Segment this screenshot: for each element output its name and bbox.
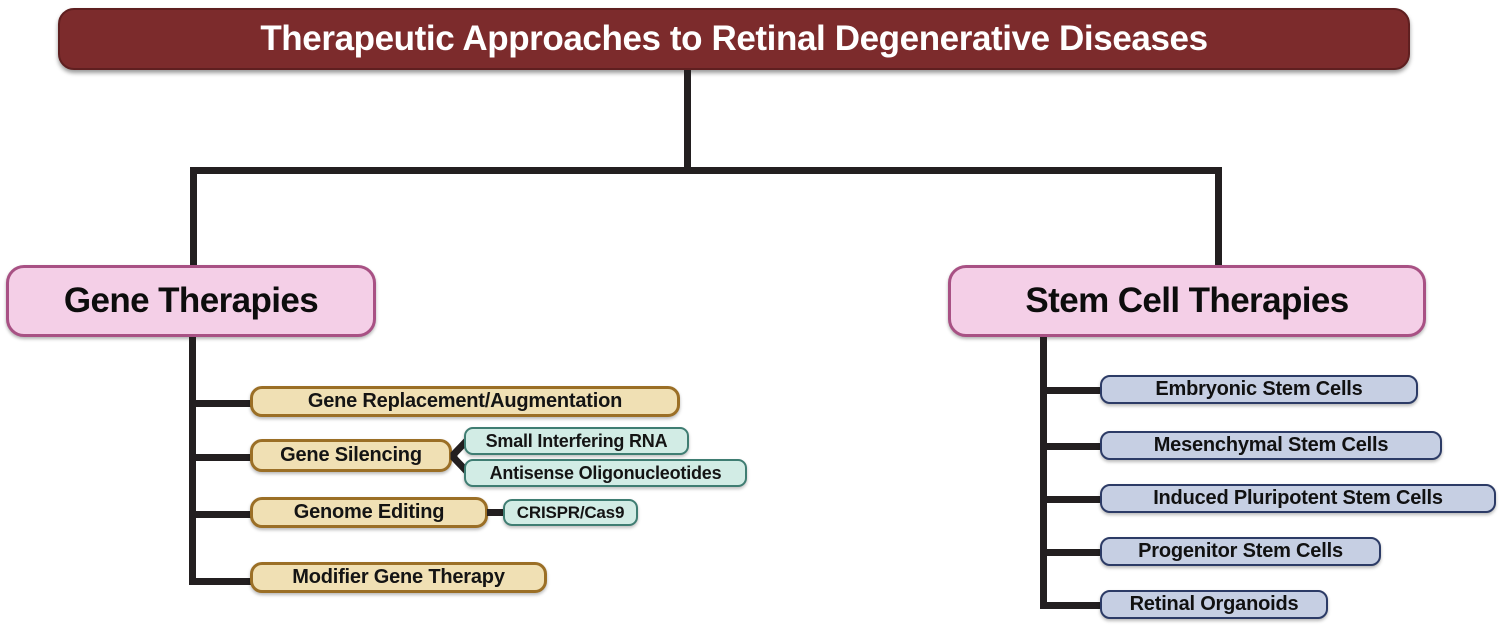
genome-editing-stub <box>487 509 506 516</box>
node-mesenchymal-stem-cells[interactable]: Mesenchymal Stem Cells <box>1100 431 1442 460</box>
node-crispr-cas9[interactable]: CRISPR/Cas9 <box>503 499 638 526</box>
right-stub-2 <box>1040 443 1102 450</box>
right-stub-1 <box>1040 387 1102 394</box>
label-crispr-cas9: CRISPR/Cas9 <box>516 502 625 522</box>
node-retinal-organoids[interactable]: Retinal Organoids <box>1100 590 1328 619</box>
node-antisense-oligonucleotides[interactable]: Antisense Oligonucleotides <box>464 459 747 487</box>
root-horizontal-bar <box>190 167 1222 174</box>
right-stub-5 <box>1040 602 1102 609</box>
node-modifier-gene-therapy[interactable]: Modifier Gene Therapy <box>250 562 547 593</box>
root-drop-left <box>190 167 197 267</box>
right-stub-3 <box>1040 496 1102 503</box>
label-mesenchymal-stem-cells: Mesenchymal Stem Cells <box>1153 434 1389 456</box>
diagram-title-label: Therapeutic Approaches to Retinal Degene… <box>260 19 1208 58</box>
label-gene-replacement-augmentation: Gene Replacement/Augmentation <box>307 390 623 412</box>
right-spine-vertical <box>1040 337 1047 609</box>
left-stub-4 <box>189 578 253 585</box>
right-stub-4 <box>1040 549 1102 556</box>
diagram-title-node: Therapeutic Approaches to Retinal Degene… <box>58 8 1410 70</box>
node-small-interfering-rna[interactable]: Small Interfering RNA <box>464 427 689 455</box>
node-embryonic-stem-cells[interactable]: Embryonic Stem Cells <box>1100 375 1418 404</box>
node-progenitor-stem-cells[interactable]: Progenitor Stem Cells <box>1100 537 1381 566</box>
label-modifier-gene-therapy: Modifier Gene Therapy <box>292 566 505 588</box>
label-induced-pluripotent-stem-cells: Induced Pluripotent Stem Cells <box>1153 487 1443 509</box>
label-small-interfering-rna: Small Interfering RNA <box>485 430 668 451</box>
label-progenitor-stem-cells: Progenitor Stem Cells <box>1138 540 1343 562</box>
label-retinal-organoids: Retinal Organoids <box>1129 593 1299 615</box>
branch-label-stem-cell-therapies: Stem Cell Therapies <box>1025 281 1349 320</box>
node-gene-silencing[interactable]: Gene Silencing <box>250 439 452 472</box>
left-stub-1 <box>189 400 253 407</box>
label-antisense-oligonucleotides: Antisense Oligonucleotides <box>489 462 722 483</box>
label-genome-editing: Genome Editing <box>293 501 445 523</box>
left-stub-2 <box>189 454 253 461</box>
root-drop-right <box>1215 167 1222 267</box>
node-genome-editing[interactable]: Genome Editing <box>250 497 488 528</box>
branch-node-stem-cell-therapies[interactable]: Stem Cell Therapies <box>948 265 1426 337</box>
label-gene-silencing: Gene Silencing <box>280 444 422 466</box>
branch-node-gene-therapies[interactable]: Gene Therapies <box>6 265 376 337</box>
left-stub-3 <box>189 511 253 518</box>
root-trunk-vertical <box>684 70 691 173</box>
node-induced-pluripotent-stem-cells[interactable]: Induced Pluripotent Stem Cells <box>1100 484 1496 513</box>
branch-label-gene-therapies: Gene Therapies <box>63 281 319 320</box>
node-gene-replacement-augmentation[interactable]: Gene Replacement/Augmentation <box>250 386 680 417</box>
left-spine-vertical <box>189 337 196 585</box>
label-embryonic-stem-cells: Embryonic Stem Cells <box>1155 378 1363 400</box>
